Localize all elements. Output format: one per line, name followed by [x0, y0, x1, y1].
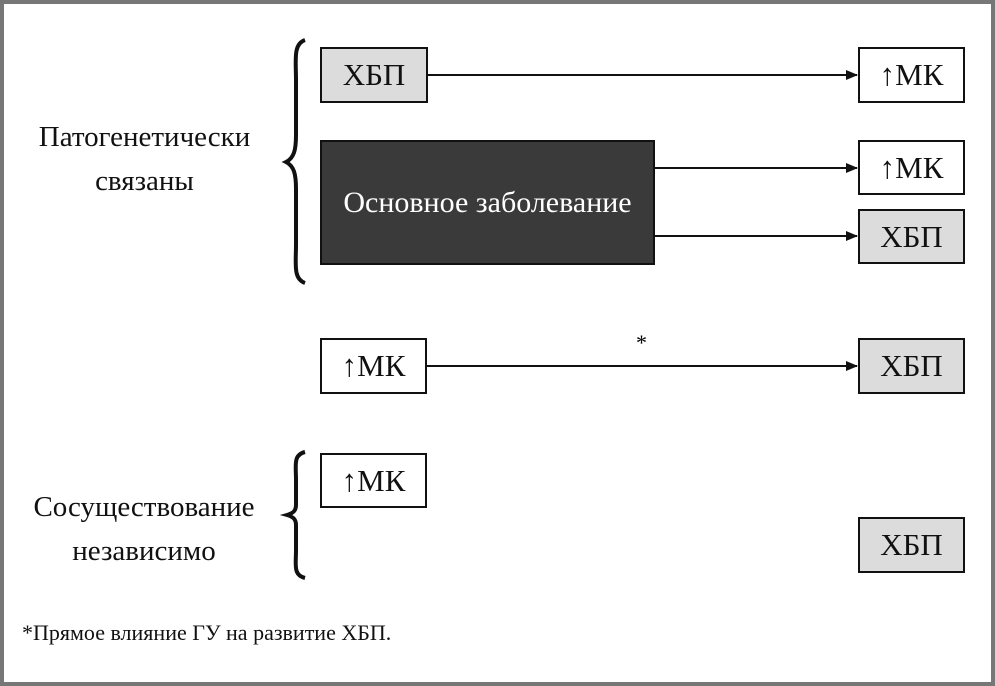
footnote: *Прямое влияние ГУ на развитие ХБП. [22, 620, 392, 645]
node-uric-3: ↑МК [320, 338, 427, 394]
node-ckd-2: ХБП [858, 209, 965, 264]
brace-linked [281, 38, 306, 285]
group-label-independent-line2: независимо [72, 535, 216, 567]
group-label-linked-line2: связаны [95, 165, 194, 197]
asterisk-mark: * [636, 330, 647, 355]
group-label-independent: Сосуществование независимо [18, 485, 270, 573]
node-ckd-1: ХБП [320, 47, 428, 103]
node-ckd-3: ХБП [858, 338, 965, 394]
brace-independent [279, 450, 306, 580]
node-ckd-4: ХБП [858, 517, 965, 573]
node-uric-2: ↑МК [858, 140, 965, 195]
node-uric-4: ↑МК [320, 453, 427, 508]
node-uric-1: ↑МК [858, 47, 965, 103]
group-label-independent-line1: Сосуществование [33, 491, 255, 523]
group-label-linked: Патогенетически связаны [22, 115, 267, 203]
group-label-linked-line1: Патогенетически [38, 121, 251, 153]
node-underlying-disease: Основное заболевание [320, 140, 655, 265]
